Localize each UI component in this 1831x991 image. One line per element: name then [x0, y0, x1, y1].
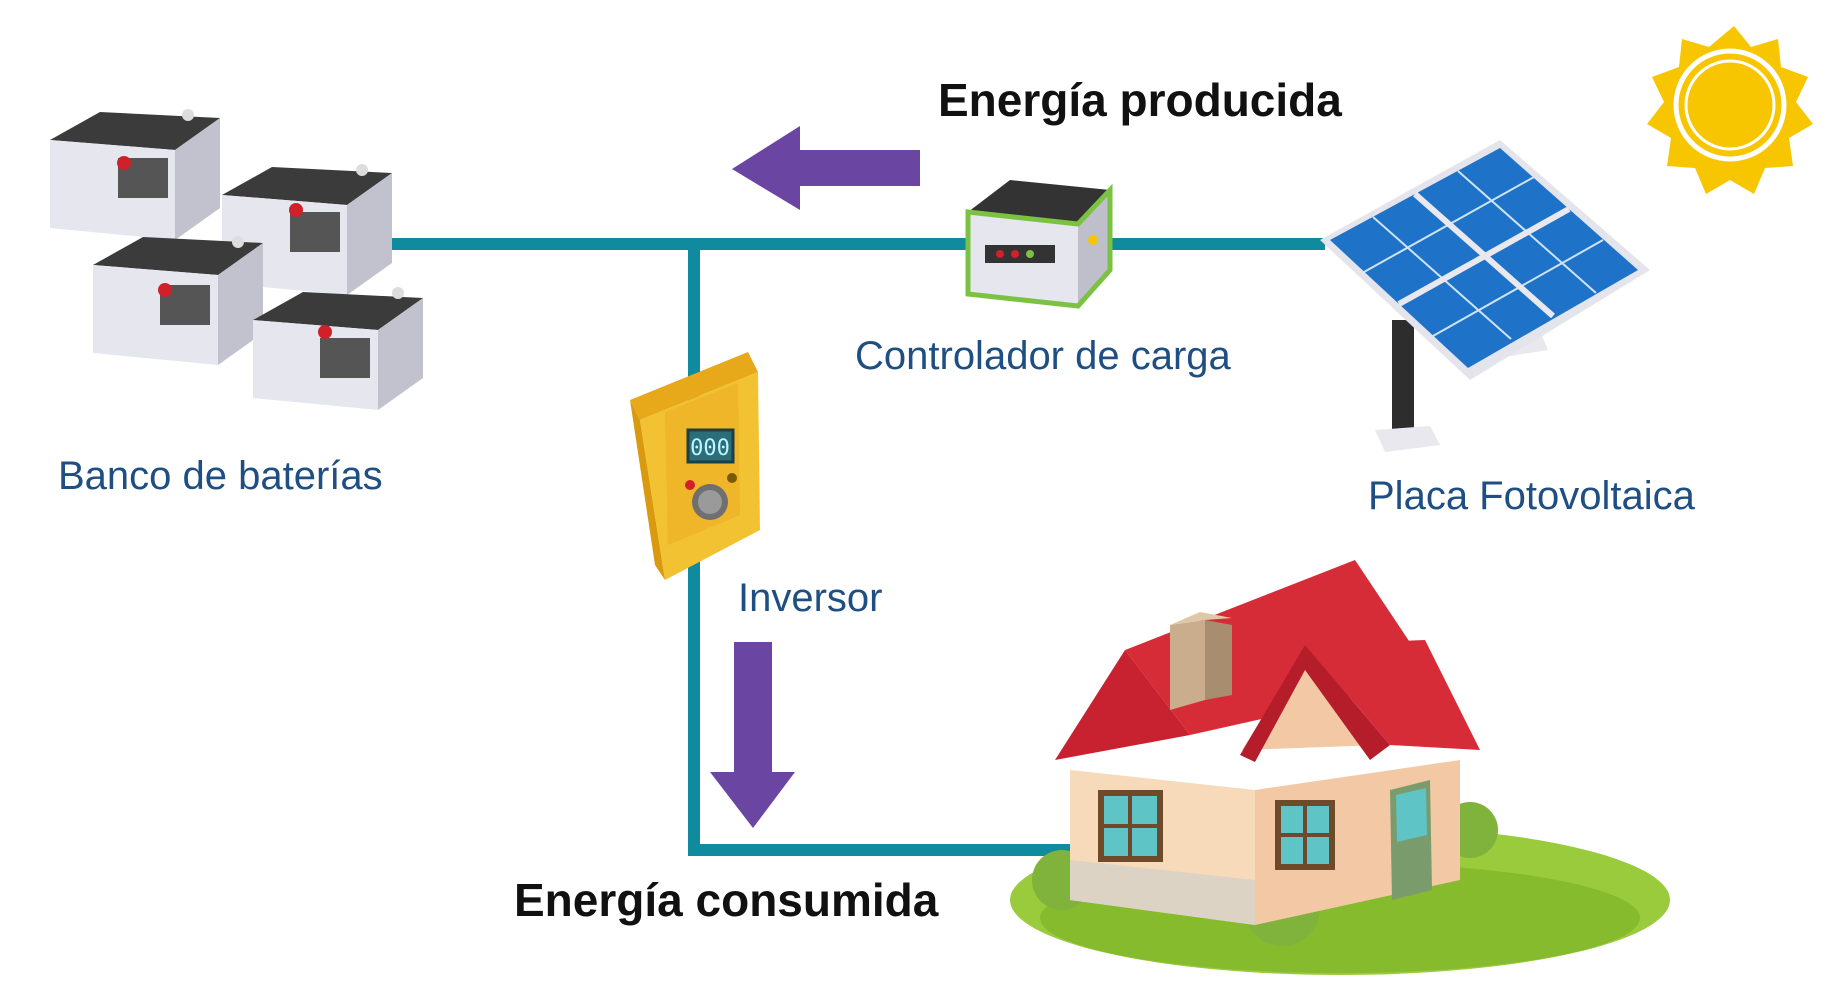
inverter-display: 000 [690, 436, 730, 461]
label-energy-consumed: Energía consumida [514, 874, 939, 926]
solar-panel-icon [1320, 140, 1650, 452]
label-solar-panel: Placa Fotovoltaica [1368, 474, 1695, 518]
label-charge-controller: Controlador de carga [855, 334, 1231, 378]
label-inverter: Inversor [738, 576, 883, 620]
consumed-energy-arrow [710, 642, 795, 828]
house-icon [1010, 560, 1670, 975]
battery-bank-icon [50, 109, 423, 410]
label-energy-produced: Energía producida [938, 74, 1342, 126]
sun-icon [1647, 26, 1813, 194]
label-battery-bank: Banco de baterías [58, 454, 383, 498]
inverter-icon: 000 [630, 352, 760, 580]
produced-energy-arrow [732, 126, 920, 210]
charge-controller-icon [965, 180, 1113, 309]
